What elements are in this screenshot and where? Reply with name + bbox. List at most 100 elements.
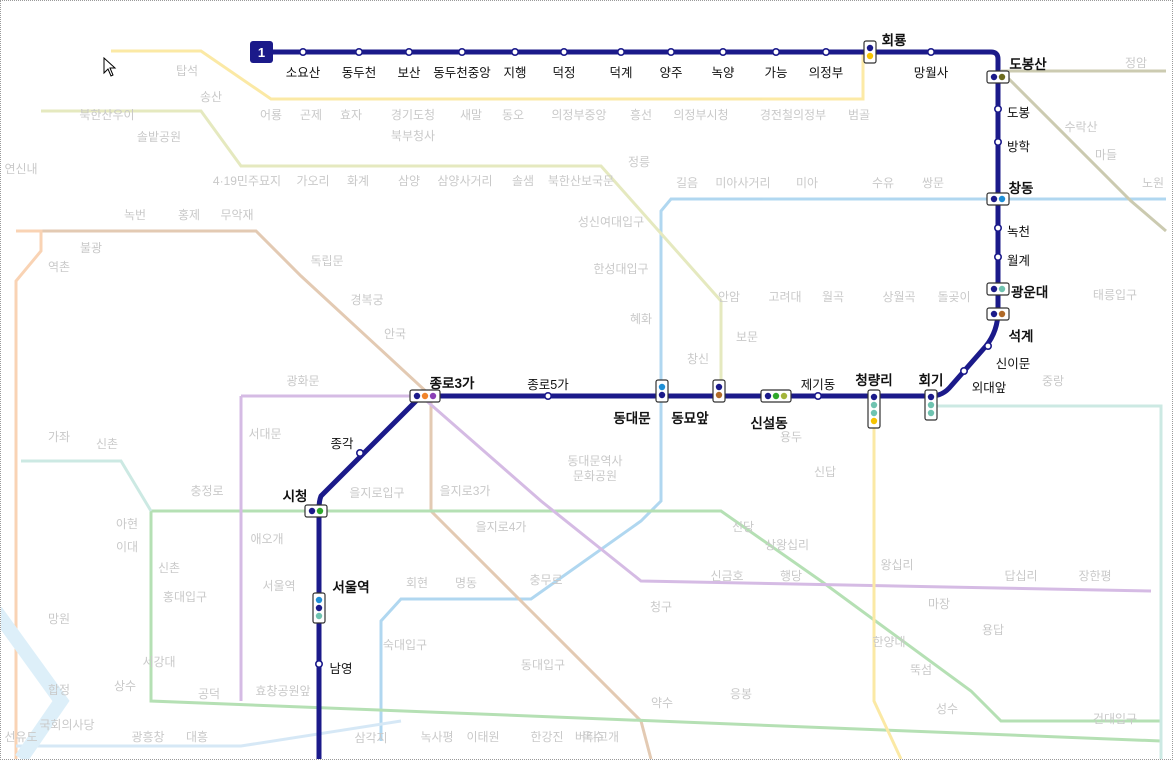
station-marker[interactable] (993, 224, 1002, 233)
faded-station-label: 서울역 (262, 579, 295, 593)
station-ganeung[interactable]: 가능 (764, 47, 788, 80)
station-marker[interactable] (404, 47, 413, 56)
station-marker[interactable] (298, 47, 307, 56)
station-marker[interactable] (993, 253, 1002, 262)
station-marker[interactable] (718, 47, 727, 56)
station-marker[interactable] (616, 47, 625, 56)
faded-station-label: 장한평 (1078, 569, 1111, 583)
transfer-marker[interactable] (986, 192, 1010, 206)
station-marker[interactable] (959, 366, 968, 375)
station-cityhall[interactable]: 시청 (283, 489, 328, 518)
faded-station-label: 경기도청 (391, 108, 435, 122)
station-jegidong[interactable]: 제기동 (801, 378, 836, 400)
faded-station-label: 광흥창 (131, 730, 164, 744)
station-uijeongbu[interactable]: 의정부 (809, 47, 844, 80)
station-dobongsan[interactable]: 도봉산 (986, 56, 1047, 84)
station-dongducheon_jungang[interactable]: 동두천중앙 (433, 47, 491, 80)
station-dobong[interactable]: 도봉 (993, 105, 1030, 120)
transfer-marker[interactable] (986, 70, 1010, 84)
transfer-line-dot (870, 417, 878, 425)
station-marker[interactable] (543, 391, 552, 400)
station-label: 망월사 (914, 66, 949, 80)
transfer-marker[interactable] (712, 379, 726, 403)
station-seokgye[interactable]: 석계 (986, 307, 1034, 344)
station-marker[interactable] (983, 341, 992, 350)
line1-route (261, 49, 1001, 759)
faded-station-label: 연신내 (4, 162, 37, 176)
faded-station-label: 곤제 (300, 108, 322, 122)
transfer-marker[interactable] (655, 379, 669, 403)
transfer-line-dot (308, 507, 316, 515)
faded-station-label: 무악재 (220, 208, 253, 222)
station-label: 지행 (503, 65, 526, 80)
transfer-line-dot (715, 391, 723, 399)
faded-station-label: 응봉 (730, 687, 752, 701)
station-hoegi[interactable]: 회기 (919, 373, 944, 421)
station-label: 소요산 (286, 66, 321, 80)
station-namyeong[interactable]: 남영 (314, 659, 353, 676)
station-marker[interactable] (355, 448, 364, 457)
station-marker[interactable] (926, 47, 935, 56)
station-mangwolsa[interactable]: 망월사 (914, 47, 949, 80)
station-cheongnyangni[interactable]: 청량리 (855, 373, 893, 429)
station-marker[interactable] (666, 47, 675, 56)
station-jongno5ga[interactable]: 종로5가 (527, 378, 569, 400)
station-dongducheon[interactable]: 동두천 (342, 47, 377, 80)
station-marker[interactable] (510, 47, 519, 56)
station-jihaeng[interactable]: 지행 (503, 47, 527, 80)
station-marker[interactable] (314, 659, 323, 668)
station-jongno3ga[interactable]: 종로3가 (409, 376, 475, 403)
station-jonggak[interactable]: 종각 (330, 437, 364, 457)
transfer-marker[interactable] (986, 282, 1010, 296)
station-oedae[interactable]: 외대앞 (959, 366, 1007, 395)
station-bosan[interactable]: 보산 (397, 47, 421, 80)
line1-badge[interactable]: 1 (250, 41, 273, 63)
station-sinimun[interactable]: 신이문 (983, 341, 1030, 371)
station-marker[interactable] (771, 47, 780, 56)
station-label: 석계 (1009, 329, 1034, 344)
line3-faded (14, 229, 43, 759)
station-marker[interactable] (993, 105, 1002, 114)
station-label: 회룡 (882, 33, 907, 48)
faded-station-label: 삼각지 (354, 731, 387, 745)
faded-station-label: 중랑 (1042, 374, 1064, 388)
faded-station-label: 행당 (780, 568, 802, 583)
station-nogyang[interactable]: 녹양 (711, 47, 735, 80)
station-marker[interactable] (457, 47, 466, 56)
station-label: 회기 (919, 373, 944, 388)
station-marker[interactable] (821, 47, 830, 56)
station-soyosan[interactable]: 소요산 (286, 47, 321, 80)
station-nokcheon[interactable]: 녹천 (993, 224, 1030, 239)
station-label: 창동 (1009, 180, 1034, 196)
station-hoeryong[interactable]: 회룡 (863, 33, 907, 64)
station-marker[interactable] (559, 47, 568, 56)
faded-station-label: 보문 (736, 330, 758, 344)
station-seoul_station[interactable]: 서울역 (312, 579, 370, 624)
station-label: 종로3가 (430, 376, 475, 391)
station-wolgye[interactable]: 월계 (993, 253, 1030, 268)
station-dongdaemun[interactable]: 동대문 (613, 379, 669, 426)
faded-station-label: 흥선 (630, 108, 652, 122)
station-kwangwoon[interactable]: 광운대 (986, 282, 1048, 300)
station-dongmyo[interactable]: 동묘앞 (671, 379, 726, 426)
station-changdong[interactable]: 창동 (986, 180, 1034, 206)
faded-station-label: 솔샘 (512, 174, 534, 188)
faded-station-label: 성신여대입구 (578, 215, 644, 229)
station-deokjeong[interactable]: 덕정 (552, 47, 576, 80)
transfer-marker[interactable] (304, 504, 328, 518)
station-marker[interactable] (354, 47, 363, 56)
station-marker[interactable] (813, 391, 822, 400)
station-banghak[interactable]: 방학 (993, 138, 1031, 154)
station-deokgye[interactable]: 덕계 (609, 47, 633, 80)
transfer-marker[interactable] (867, 389, 881, 429)
station-marker[interactable] (993, 138, 1002, 147)
faded-station-label: 망원 (48, 612, 70, 626)
line1-number: 1 (258, 45, 265, 60)
station-yangju[interactable]: 양주 (659, 47, 683, 80)
transfer-marker[interactable] (863, 40, 877, 64)
transfer-marker[interactable] (986, 307, 1010, 321)
station-sinseoldong[interactable]: 신설동 (750, 389, 792, 431)
